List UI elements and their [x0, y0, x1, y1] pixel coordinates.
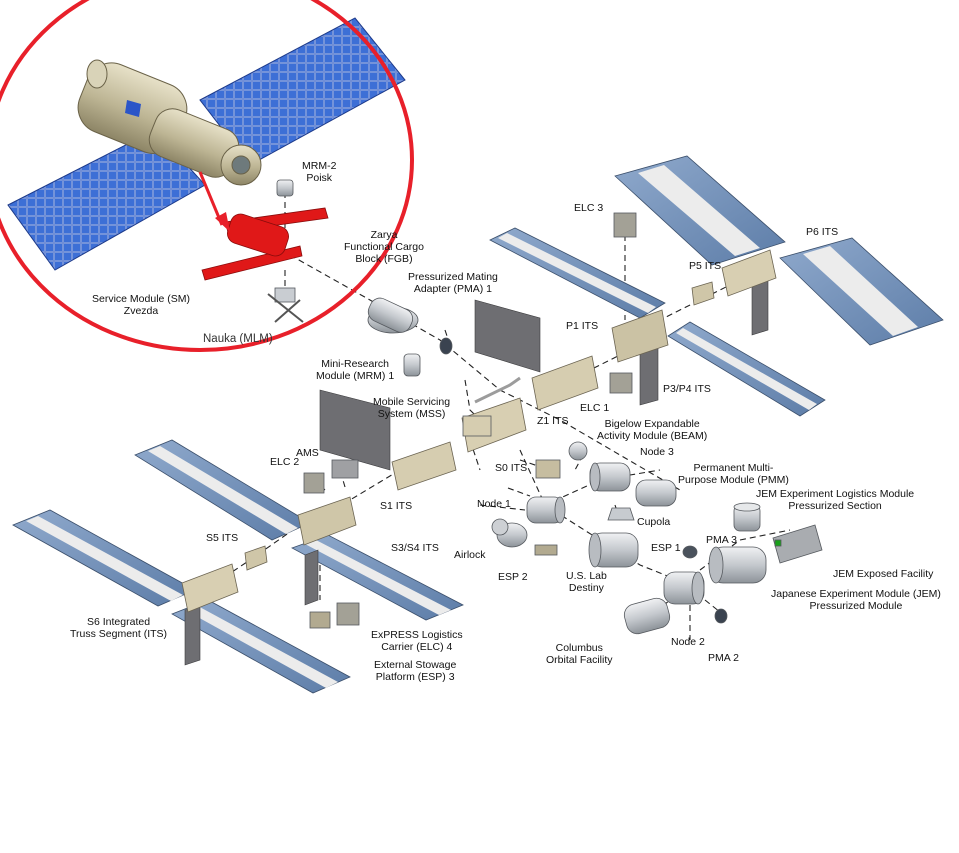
zvezda-callout-arrow — [198, 171, 224, 226]
s0-truss — [461, 397, 527, 453]
label-s3s4: S3/S4 ITS — [391, 542, 439, 554]
s5-truss — [244, 545, 268, 571]
pmm-module — [635, 479, 677, 507]
label-node1: Node 1 — [477, 498, 511, 510]
label-p1: P1 ITS — [566, 320, 599, 332]
label-s0: S0 ITS — [495, 462, 528, 474]
label-cupola: Cupola — [637, 516, 671, 528]
truss-segments — [181, 249, 777, 613]
modules — [267, 179, 823, 635]
jem-ef-module — [772, 524, 823, 564]
node1-module — [526, 496, 566, 524]
zarya-module — [367, 297, 419, 334]
label-jem-ef: JEM Exposed Facility — [833, 568, 934, 580]
nauka-module — [267, 287, 304, 323]
label-s5: S5 ITS — [206, 532, 239, 544]
solar-arrays — [12, 155, 944, 694]
s4-radiator — [304, 549, 319, 606]
s1-truss — [391, 441, 457, 491]
s6-radiator — [184, 604, 201, 666]
p1-truss — [531, 355, 599, 411]
mrm2-module — [276, 179, 294, 197]
label-service-module: Service Module (SM)Zvezda — [92, 293, 191, 317]
jem-elm-module — [733, 502, 761, 532]
airlock-module — [491, 518, 528, 548]
radiator-panels — [184, 269, 769, 666]
s6-truss — [181, 563, 239, 613]
elc1-module — [609, 372, 633, 394]
label-elc2: ELC 2 — [270, 456, 300, 468]
us-lab-module — [588, 532, 639, 568]
columbus-module — [623, 597, 671, 635]
label-esp1: ESP 1 — [651, 542, 681, 554]
zvezda-assembly-highlight — [201, 207, 329, 281]
p5-truss — [691, 281, 715, 306]
label-pma3: PMA 3 — [706, 534, 737, 546]
mss-arm — [474, 376, 521, 404]
node3-module — [589, 462, 631, 492]
label-node2: Node 2 — [671, 636, 705, 648]
cupola-module — [607, 507, 635, 521]
label-node3: Node 3 — [640, 446, 674, 458]
label-airlock: Airlock — [454, 549, 486, 561]
beam-module — [568, 441, 588, 461]
s1-radiator — [319, 389, 391, 471]
pma2-module — [714, 608, 728, 624]
p3p4-truss — [611, 309, 669, 363]
ams-module — [331, 459, 359, 479]
elc4-module — [336, 602, 360, 626]
label-elc1: ELC 1 — [580, 402, 610, 414]
label-esp2: ESP 2 — [498, 571, 528, 583]
label-elc3: ELC 3 — [574, 202, 604, 214]
label-z1: Z1 ITS — [537, 415, 569, 427]
esp3-module — [309, 611, 331, 629]
label-nauka: Nauka (MLM) — [203, 333, 273, 345]
label-s1: S1 ITS — [380, 500, 413, 512]
zvezda-inset — [0, 0, 414, 352]
label-ams: AMS — [296, 447, 319, 459]
pma1-module — [439, 337, 453, 355]
p1-radiator — [474, 299, 541, 373]
p6-truss — [721, 249, 777, 297]
mrm1-module — [403, 353, 421, 377]
zvezda-flag-panel — [125, 100, 141, 117]
elc2-module — [303, 472, 325, 494]
label-p5: P5 ITS — [689, 260, 722, 272]
node2-module — [663, 571, 705, 605]
esp2-module — [534, 544, 558, 556]
label-p3p4: P3/P4 ITS — [663, 383, 711, 395]
highlight-circle — [0, 0, 414, 352]
label-pmm: Permanent Multi-Purpose Module (PMM) — [678, 462, 789, 486]
label-jem-pm: Japanese Experiment Module (JEM)Pressuri… — [771, 588, 941, 612]
s3s4-truss — [297, 496, 357, 546]
z1-module — [535, 459, 561, 479]
mss-base — [462, 415, 492, 437]
jem-pm-module — [708, 546, 767, 584]
label-pma2: PMA 2 — [708, 652, 739, 664]
pma3-module — [682, 545, 698, 559]
label-p6: P6 ITS — [806, 226, 839, 238]
elc3-module — [613, 212, 637, 238]
